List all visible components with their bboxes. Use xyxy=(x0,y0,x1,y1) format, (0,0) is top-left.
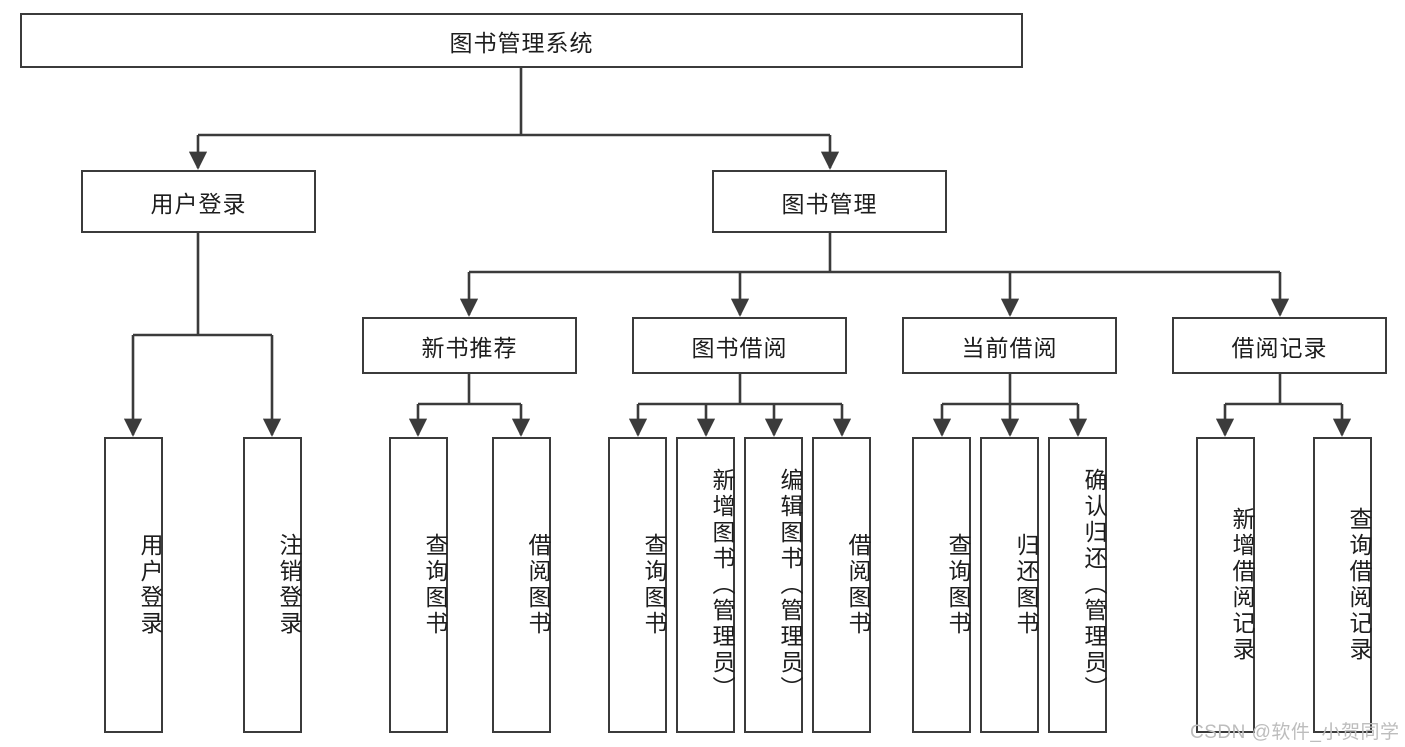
node-borrow-record[interactable]: 借阅记录 xyxy=(1172,317,1387,374)
node-label: 确认归还（管理员） xyxy=(1081,468,1107,702)
node-label: 图书借阅 xyxy=(691,334,788,361)
node-label: 查询图书 xyxy=(641,533,667,637)
node-leaf-borrow-book[interactable]: 借阅图书 xyxy=(812,437,871,733)
node-label: 图书管理系统 xyxy=(449,29,594,56)
node-label: 当前借阅 xyxy=(961,334,1058,361)
node-leaf-query-borrow-record[interactable]: 查询借阅记录 xyxy=(1313,437,1372,733)
node-label: 借阅图书 xyxy=(525,533,551,637)
csdn-watermark: CSDN @软件_小贺同学 xyxy=(1190,722,1400,743)
node-label: 归还图书 xyxy=(1013,533,1039,637)
node-label: 新增借阅记录 xyxy=(1229,507,1255,663)
node-label: 查询借阅记录 xyxy=(1346,507,1372,663)
node-current-borrow[interactable]: 当前借阅 xyxy=(902,317,1117,374)
node-label: 编辑图书（管理员） xyxy=(777,468,803,702)
node-book-borrow[interactable]: 图书借阅 xyxy=(632,317,847,374)
node-leaf-confirm-return-admin[interactable]: 确认归还（管理员） xyxy=(1048,437,1107,733)
node-label: 新增图书（管理员） xyxy=(709,468,735,702)
node-leaf-return-book[interactable]: 归还图书 xyxy=(980,437,1039,733)
node-label: 查询图书 xyxy=(945,533,971,637)
node-label: 新书推荐 xyxy=(421,334,518,361)
node-leaf-add-book-admin[interactable]: 新增图书（管理员） xyxy=(676,437,735,733)
node-leaf-logout[interactable]: 注销登录 xyxy=(243,437,302,733)
node-new-book-recommend[interactable]: 新书推荐 xyxy=(362,317,577,374)
node-leaf-query-book-newbook[interactable]: 查询图书 xyxy=(389,437,448,733)
node-leaf-query-book-borrow[interactable]: 查询图书 xyxy=(608,437,667,733)
node-label: 借阅图书 xyxy=(845,533,871,637)
node-label: 图书管理 xyxy=(781,190,878,217)
node-label: 注销登录 xyxy=(276,533,302,637)
node-leaf-edit-book-admin[interactable]: 编辑图书（管理员） xyxy=(744,437,803,733)
node-label: 借阅记录 xyxy=(1231,334,1328,361)
node-label: 查询图书 xyxy=(422,533,448,637)
node-label: 用户登录 xyxy=(150,190,247,217)
node-root-book-management-system[interactable]: 图书管理系统 xyxy=(20,13,1023,68)
node-book-management[interactable]: 图书管理 xyxy=(712,170,947,233)
node-label: 用户登录 xyxy=(137,533,163,637)
node-leaf-borrow-book-newbook[interactable]: 借阅图书 xyxy=(492,437,551,733)
node-leaf-user-login[interactable]: 用户登录 xyxy=(104,437,163,733)
node-leaf-query-book-current[interactable]: 查询图书 xyxy=(912,437,971,733)
node-user-login[interactable]: 用户登录 xyxy=(81,170,316,233)
node-leaf-add-borrow-record[interactable]: 新增借阅记录 xyxy=(1196,437,1255,733)
